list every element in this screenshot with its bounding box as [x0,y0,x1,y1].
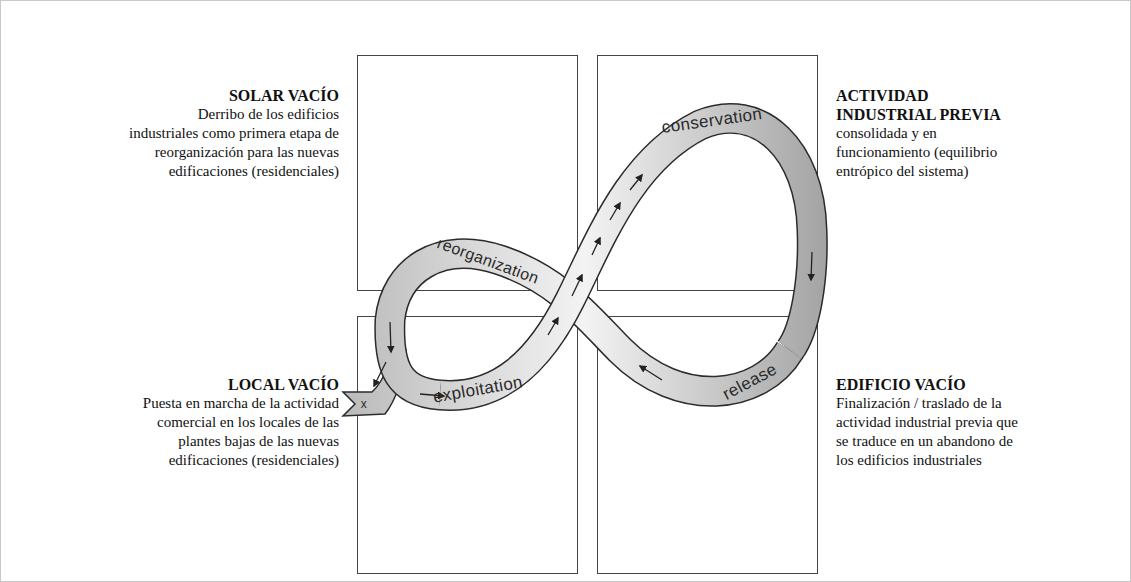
flow-arrow [548,318,558,335]
stage-body: Finalización / traslado de la actividad … [836,394,1020,470]
stage-body: consolidada y en funcionamiento (equilib… [836,124,1020,181]
ribbon-band [440,119,812,396]
ribbon-outline [390,254,790,395]
phase-label: x [361,397,367,411]
flow-arrow [640,366,662,380]
site-square: LOCAL VACÍOPuesta en marcha de la activi… [357,316,578,574]
flow-arrow [572,275,582,296]
ribbon-outline [440,119,812,396]
stage-heading: LOCAL VACÍO [127,375,339,394]
stage-body: Derribo de los edificios industriales co… [127,105,339,181]
exit-flag [343,330,406,416]
site-square: EDIFICIO VACÍOFinalización / traslado de… [597,316,818,574]
flow-arrow [630,175,642,190]
stage-body: Puesta en marcha de la actividad comerci… [127,394,339,470]
stage-heading: SOLAR VACÍO [127,86,339,105]
flow-arrow [420,394,444,396]
stage-heading: EDIFICIO VACÍO [836,375,1020,394]
flow-arrows [374,175,812,396]
flow-arrow [811,252,812,280]
ribbon-band [390,254,790,395]
site-square: SOLAR VACÍODerribo de los edificios indu… [357,55,578,291]
phase-label: release [719,359,780,404]
phase-label: reorganization [435,234,542,288]
stage-heading: ACTIVIDAD INDUSTRIAL PREVIA [836,86,1020,124]
flow-arrow [592,238,600,255]
flow-arrow [610,203,620,220]
stage-description: SOLAR VACÍODerribo de los edificios indu… [127,86,339,181]
stage-description: EDIFICIO VACÍOFinalización / traslado de… [836,375,1020,470]
stage-description: LOCAL VACÍOPuesta en marcha de la activi… [127,375,339,470]
stage-description: ACTIVIDAD INDUSTRIAL PREVIAconsolidada y… [836,86,1020,181]
flow-arrow [390,322,391,352]
flow-arrow [374,362,386,386]
phase-label: conservation [660,104,763,138]
phase-label: exploitation [432,372,525,407]
site-square: ACTIVIDAD INDUSTRIAL PREVIAconsolidada y… [597,55,818,291]
